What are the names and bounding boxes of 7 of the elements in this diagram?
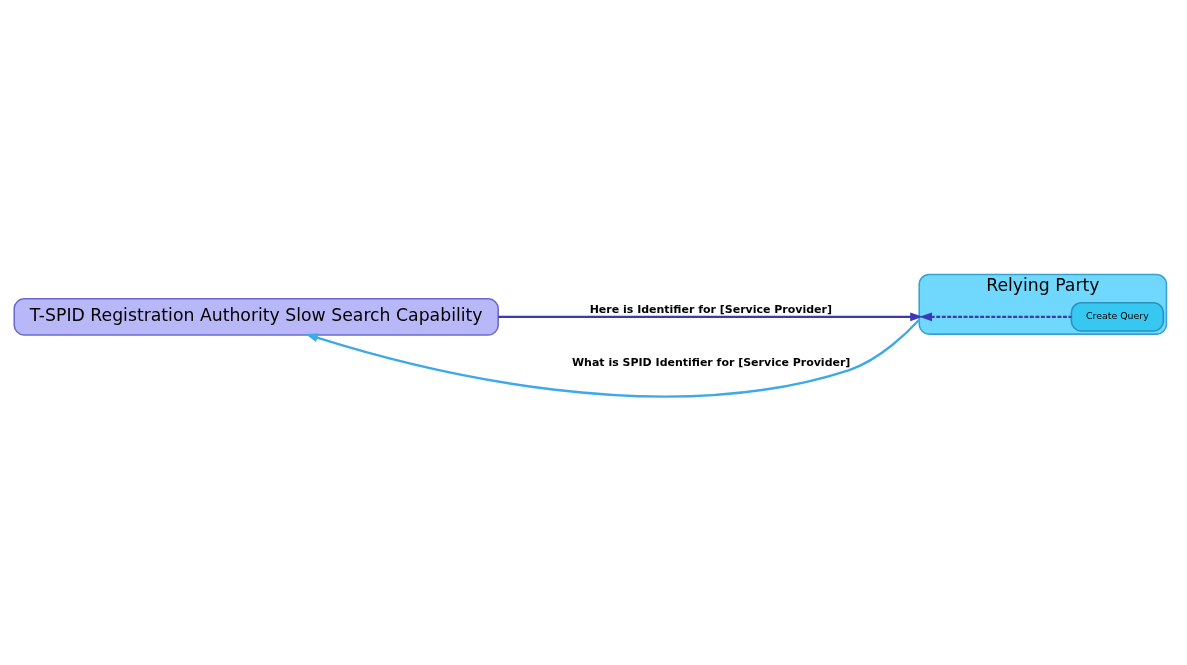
arrow xyxy=(919,312,1072,322)
arrow xyxy=(498,312,923,322)
edge-label: What is SPID Identifier for [Service Provider] xyxy=(572,356,851,370)
node-box: Create Query xyxy=(1070,301,1165,332)
arrow xyxy=(305,318,921,398)
node-box: T-SPID Registration Authority Slow Search Capability xyxy=(13,298,499,336)
edge-label: Here is Identifier for [Service Provider] xyxy=(589,303,832,317)
